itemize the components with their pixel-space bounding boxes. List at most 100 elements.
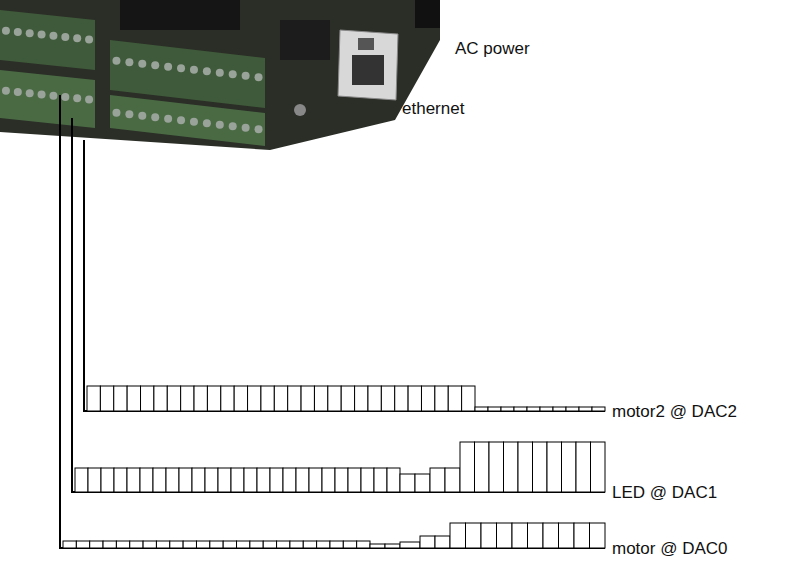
bar-cell — [196, 541, 209, 548]
bar-cell — [343, 541, 356, 548]
screw — [73, 94, 81, 102]
bar-cell — [143, 541, 156, 548]
bar-cell — [387, 468, 400, 492]
bar-cell — [559, 523, 575, 548]
bar-cell — [501, 407, 514, 411]
signal-label: LED @ DAC1 — [612, 484, 717, 501]
bar-cell — [170, 541, 183, 548]
ethernet-logo — [358, 38, 374, 50]
bar-cell — [296, 468, 309, 492]
bar-cell — [497, 523, 513, 548]
bar-cell — [141, 386, 154, 411]
bar-cell — [244, 468, 257, 492]
chip — [120, 0, 240, 30]
bar-cell — [274, 386, 287, 411]
bar-cell — [140, 468, 153, 492]
bar-cell — [518, 442, 533, 492]
bar-cell — [283, 468, 296, 492]
screw — [26, 89, 34, 97]
bar-cell — [540, 407, 553, 411]
bar-cell — [179, 468, 192, 492]
screw — [85, 35, 93, 43]
bar-cell — [261, 386, 274, 411]
bar-cell — [330, 541, 343, 548]
bar-cell — [421, 386, 434, 411]
bar-cell — [435, 386, 448, 411]
signal-label: motor @ DAC0 — [612, 540, 728, 557]
terminal-block — [0, 10, 95, 70]
bar-cell — [579, 407, 592, 411]
bar-cell — [290, 541, 303, 548]
bar-cell — [250, 541, 263, 548]
screw — [229, 122, 237, 130]
bar-cell — [355, 386, 368, 411]
screw — [125, 110, 133, 118]
bar-cell — [103, 541, 116, 548]
ethernet-jack — [338, 30, 398, 100]
bar-cell — [210, 541, 223, 548]
screw — [177, 116, 185, 124]
bar-cell — [462, 386, 475, 411]
screw — [216, 121, 224, 129]
bar-cell — [574, 523, 590, 548]
screw-terminals — [2, 27, 263, 134]
bar-cell — [205, 468, 218, 492]
bar-cell — [562, 442, 577, 492]
bar-cell — [415, 474, 430, 492]
bar-cell — [207, 386, 220, 411]
screw — [61, 33, 69, 41]
bar-cell — [183, 541, 196, 548]
bar-cell — [127, 386, 140, 411]
bar-cell — [368, 386, 381, 411]
screw — [203, 67, 211, 75]
bar-cell — [63, 541, 76, 548]
bar-cell — [248, 386, 261, 411]
bar-cell — [590, 523, 606, 548]
bar-cell — [288, 386, 301, 411]
bar-cell — [237, 541, 250, 548]
bar-cell — [466, 523, 482, 548]
bar-cell — [420, 536, 435, 548]
chip — [280, 20, 330, 60]
bar-cell — [127, 468, 140, 492]
bar-cell — [445, 468, 460, 492]
bar-cell — [512, 523, 528, 548]
bar-cell — [460, 442, 475, 492]
bar-cell — [374, 468, 387, 492]
pcb — [0, 0, 440, 150]
bar-cell — [543, 523, 559, 548]
bar-cell — [194, 386, 207, 411]
bar-cell — [218, 468, 231, 492]
bar-cell — [101, 468, 114, 492]
screw — [26, 29, 34, 37]
bar-cell — [277, 541, 290, 548]
bar-cell — [309, 468, 322, 492]
wire-dac2 — [84, 140, 605, 411]
bar-cell — [328, 386, 341, 411]
bar-cell — [257, 468, 270, 492]
wires — [60, 95, 605, 548]
bar-cell — [322, 468, 335, 492]
bar-cell — [591, 442, 606, 492]
port-label: ethernet — [402, 100, 464, 117]
bar-cell — [341, 386, 354, 411]
bar-cell — [335, 468, 348, 492]
bar-cell — [488, 407, 501, 411]
bar-cell — [504, 442, 519, 492]
wire-dac0 — [60, 95, 605, 548]
screw — [190, 118, 198, 126]
terminal-block — [0, 70, 95, 128]
screw — [85, 95, 93, 103]
bar-cell — [576, 442, 591, 492]
bar-cell — [435, 536, 450, 548]
bar-cell — [192, 468, 205, 492]
screw — [138, 112, 146, 120]
mount-hole — [294, 104, 306, 116]
bar-cell — [527, 407, 540, 411]
bar-cell — [475, 407, 488, 411]
bar-cell — [481, 523, 497, 548]
power-jack — [415, 0, 440, 28]
screw — [242, 72, 250, 80]
screw — [229, 70, 237, 78]
